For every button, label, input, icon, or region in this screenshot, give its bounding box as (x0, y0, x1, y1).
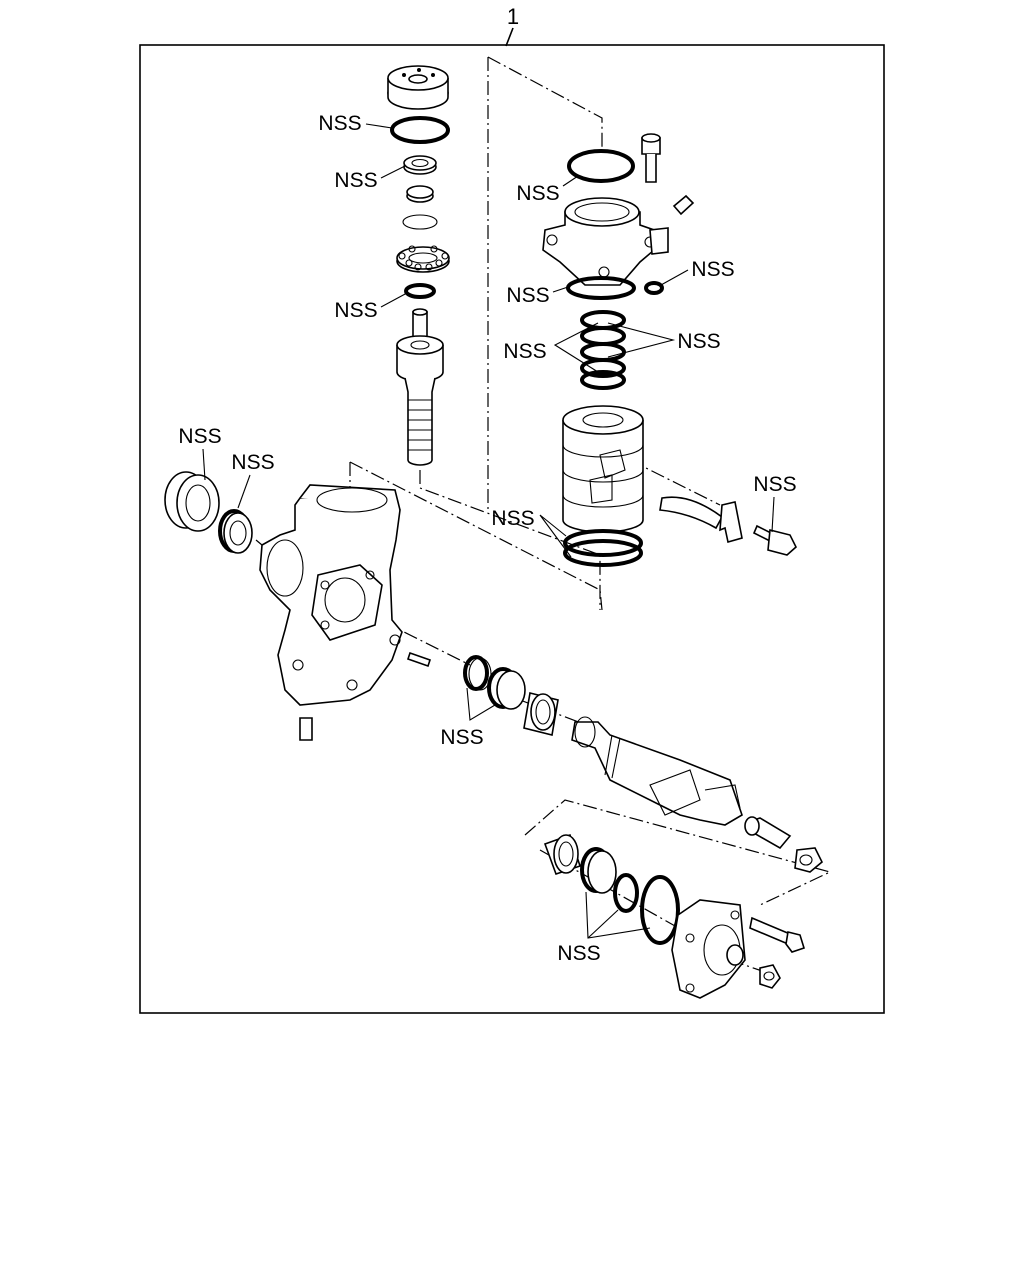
top-oring (390, 116, 450, 144)
nss-label-sector-seals: NSS (440, 726, 483, 749)
nss-label-cover-seals: NSS (557, 942, 600, 965)
oil-seal (218, 509, 253, 554)
ball-bearing (396, 245, 450, 273)
nss-label-housing-oring: NSS (516, 182, 559, 205)
leader-valve-lower-oring (552, 286, 569, 293)
leader-oil-seal (237, 474, 251, 509)
shaft-oring (404, 283, 436, 299)
nss-label-top-oring: NSS (318, 112, 361, 135)
piston-ring-2 (563, 539, 643, 567)
cover-seal-1 (580, 847, 617, 894)
dust-boot (164, 471, 220, 532)
seal-ring-set (580, 310, 626, 390)
valve-lower-oring (566, 276, 636, 300)
nss-label-seal-rings-left: NSS (503, 340, 546, 363)
cover-seal-2 (613, 873, 639, 913)
ball-guide (659, 496, 724, 530)
top-seal (403, 155, 437, 175)
leader-bolt (771, 496, 775, 533)
lock-clip (649, 227, 669, 255)
nss-label-seal-rings-right: NSS (677, 330, 720, 353)
valve-housing (542, 197, 661, 286)
nss-label-small-oring: NSS (691, 258, 734, 281)
housing-top-oring (567, 149, 635, 183)
leader-small-oring (660, 269, 689, 286)
gear-housing (259, 484, 403, 706)
guide-clamp (719, 501, 743, 544)
cover-nut (759, 964, 781, 989)
leader-housing-oring (562, 175, 579, 187)
nss-label-valve-lower-oring: NSS (506, 284, 549, 307)
nss-label-shaft-oring: NSS (334, 299, 377, 322)
spacer-ring (402, 214, 438, 230)
needle-bearing (523, 692, 559, 736)
piston-ring-1 (563, 529, 643, 557)
leader-shaft-oring (380, 292, 408, 308)
input-shaft (396, 308, 444, 466)
lock-nut (794, 847, 823, 873)
item-number: 1 (507, 4, 519, 29)
leader-seal-rings-left (553, 322, 599, 373)
leader-sector-seals (466, 687, 496, 721)
cover-bolt (749, 916, 805, 953)
small-oring (644, 281, 664, 295)
leader-piston-rings (539, 514, 572, 558)
nss-label-bolt: NSS (753, 473, 796, 496)
sector-seal-1 (463, 655, 492, 691)
nss-label-oil-seal: NSS (231, 451, 274, 474)
nss-label-dust-boot: NSS (178, 425, 221, 448)
nss-label-top-seal: NSS (334, 169, 377, 192)
adjusting-screw (672, 194, 695, 216)
leader-top-seal (380, 165, 406, 179)
adjuster-screw (744, 816, 792, 850)
rack-piston (562, 405, 644, 533)
housing-stud (406, 651, 432, 668)
top-cover-plate (387, 65, 449, 110)
sector-seal-2 (487, 667, 526, 710)
item-number-leader (505, 27, 514, 47)
cover-bearing (543, 833, 582, 876)
nss-label-piston-rings: NSS (491, 507, 534, 530)
leader-top-oring (365, 123, 393, 129)
housing-bolt (641, 133, 661, 183)
diagram-frame (139, 44, 885, 1014)
side-cover (671, 899, 746, 999)
sector-shaft (571, 716, 743, 826)
leader-dust-boot (202, 448, 206, 481)
upper-bearing-race (406, 185, 434, 203)
cover-gasket (640, 875, 680, 945)
leader-cover-seals-branch (587, 909, 619, 939)
leader-seal-rings-right (607, 322, 676, 358)
clamp-bolt (752, 524, 797, 556)
housing-plug (299, 717, 313, 741)
